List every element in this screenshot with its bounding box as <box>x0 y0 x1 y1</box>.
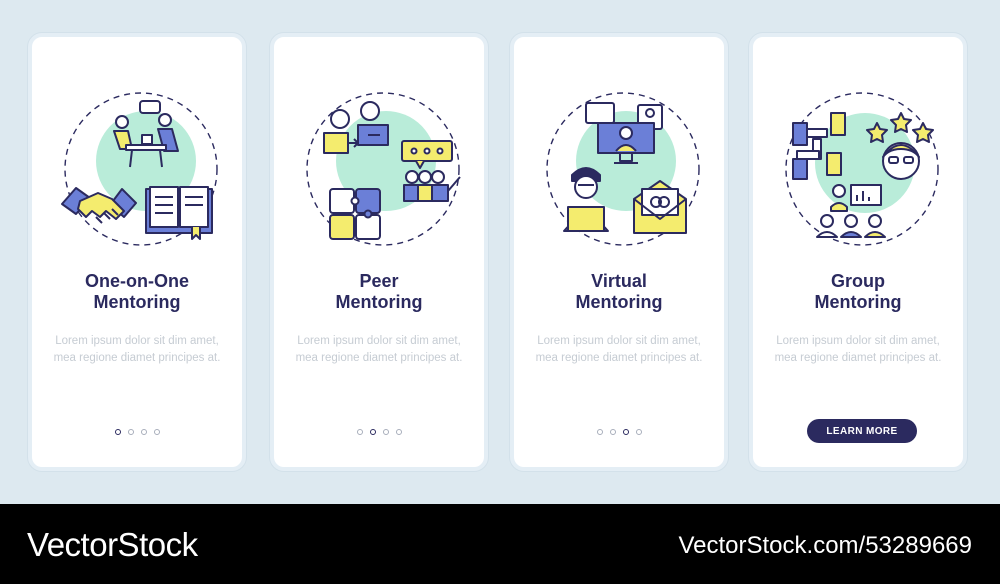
pagination-dot-2[interactable] <box>127 429 134 435</box>
pagination-dot-3[interactable] <box>622 429 629 435</box>
peer-illustration <box>306 92 461 246</box>
card-title-line1: One-on-One <box>85 271 189 291</box>
card-title-line2: Mentoring <box>335 292 423 312</box>
onboarding-card-peer: Peer Mentoring Lorem ipsum dolor sit dim… <box>270 33 488 471</box>
open-book-icon <box>145 186 213 240</box>
peer-chat-icon <box>323 101 389 154</box>
card-title: Virtual Mentoring <box>514 271 724 313</box>
virtual-illustration <box>546 92 700 246</box>
card-description: Lorem ipsum dolor sit dim amet, mea regi… <box>53 335 221 364</box>
card-title: Peer Mentoring <box>274 271 484 313</box>
pagination-dot-2[interactable] <box>609 429 616 435</box>
presentation-group-icon <box>816 184 886 238</box>
card-title: One-on-One Mentoring <box>32 271 242 313</box>
learn-more-button[interactable]: LEARN MORE <box>807 419 917 443</box>
onboarding-card-virtual: Virtual Mentoring Lorem ipsum dolor sit … <box>510 33 728 471</box>
group-illustration <box>785 92 939 246</box>
card-description: Lorem ipsum dolor sit dim amet, mea regi… <box>774 335 942 364</box>
pagination-dot-3[interactable] <box>140 429 147 435</box>
card-title-line2: Mentoring <box>575 292 663 312</box>
card-title-line1: Virtual <box>591 271 647 291</box>
laptop-user-icon <box>563 167 609 232</box>
pagination-dots <box>514 429 724 435</box>
star-person-icon <box>866 112 934 180</box>
pagination-dot-4[interactable] <box>395 429 402 435</box>
pagination-dot-1[interactable] <box>356 429 363 435</box>
onboarding-card-group: Group Mentoring Lorem ipsum dolor sit di… <box>749 33 967 471</box>
card-description: Lorem ipsum dolor sit dim amet, mea regi… <box>295 335 463 364</box>
hands-together-icon <box>792 112 846 180</box>
card-title-line1: Peer <box>359 271 399 291</box>
footer-bar: VectorStock VectorStock.com/53289669 <box>0 504 1000 584</box>
mentor-meeting-icon <box>113 100 179 168</box>
pagination-dot-3[interactable] <box>382 429 389 435</box>
card-title: Group Mentoring <box>753 271 963 313</box>
onboarding-screens: One-on-One Mentoring Lorem ipsum dolor s… <box>28 33 967 471</box>
footer-logo: VectorStock <box>27 526 198 563</box>
one-on-one-illustration <box>61 92 218 246</box>
card-title-line2: Mentoring <box>93 292 181 312</box>
speech-group-icon <box>401 140 461 202</box>
envelope-icon <box>633 180 687 234</box>
onboarding-card-one-on-one: One-on-One Mentoring Lorem ipsum dolor s… <box>28 33 246 471</box>
video-call-icon <box>585 102 663 164</box>
pagination-dot-4[interactable] <box>635 429 642 435</box>
card-title-line2: Mentoring <box>814 292 902 312</box>
pagination-dot-1[interactable] <box>114 429 121 435</box>
pagination-dot-4[interactable] <box>153 429 160 435</box>
pagination-dots <box>32 429 242 435</box>
pagination-dot-1[interactable] <box>596 429 603 435</box>
handshake-icon <box>61 187 137 224</box>
pagination-dot-2[interactable] <box>369 429 376 435</box>
footer-url: VectorStock.com/53289669 <box>678 532 972 559</box>
pagination-dots <box>274 429 484 435</box>
puzzle-icon <box>329 188 381 240</box>
card-title-line1: Group <box>831 271 885 291</box>
card-description: Lorem ipsum dolor sit dim amet, mea regi… <box>535 335 703 364</box>
